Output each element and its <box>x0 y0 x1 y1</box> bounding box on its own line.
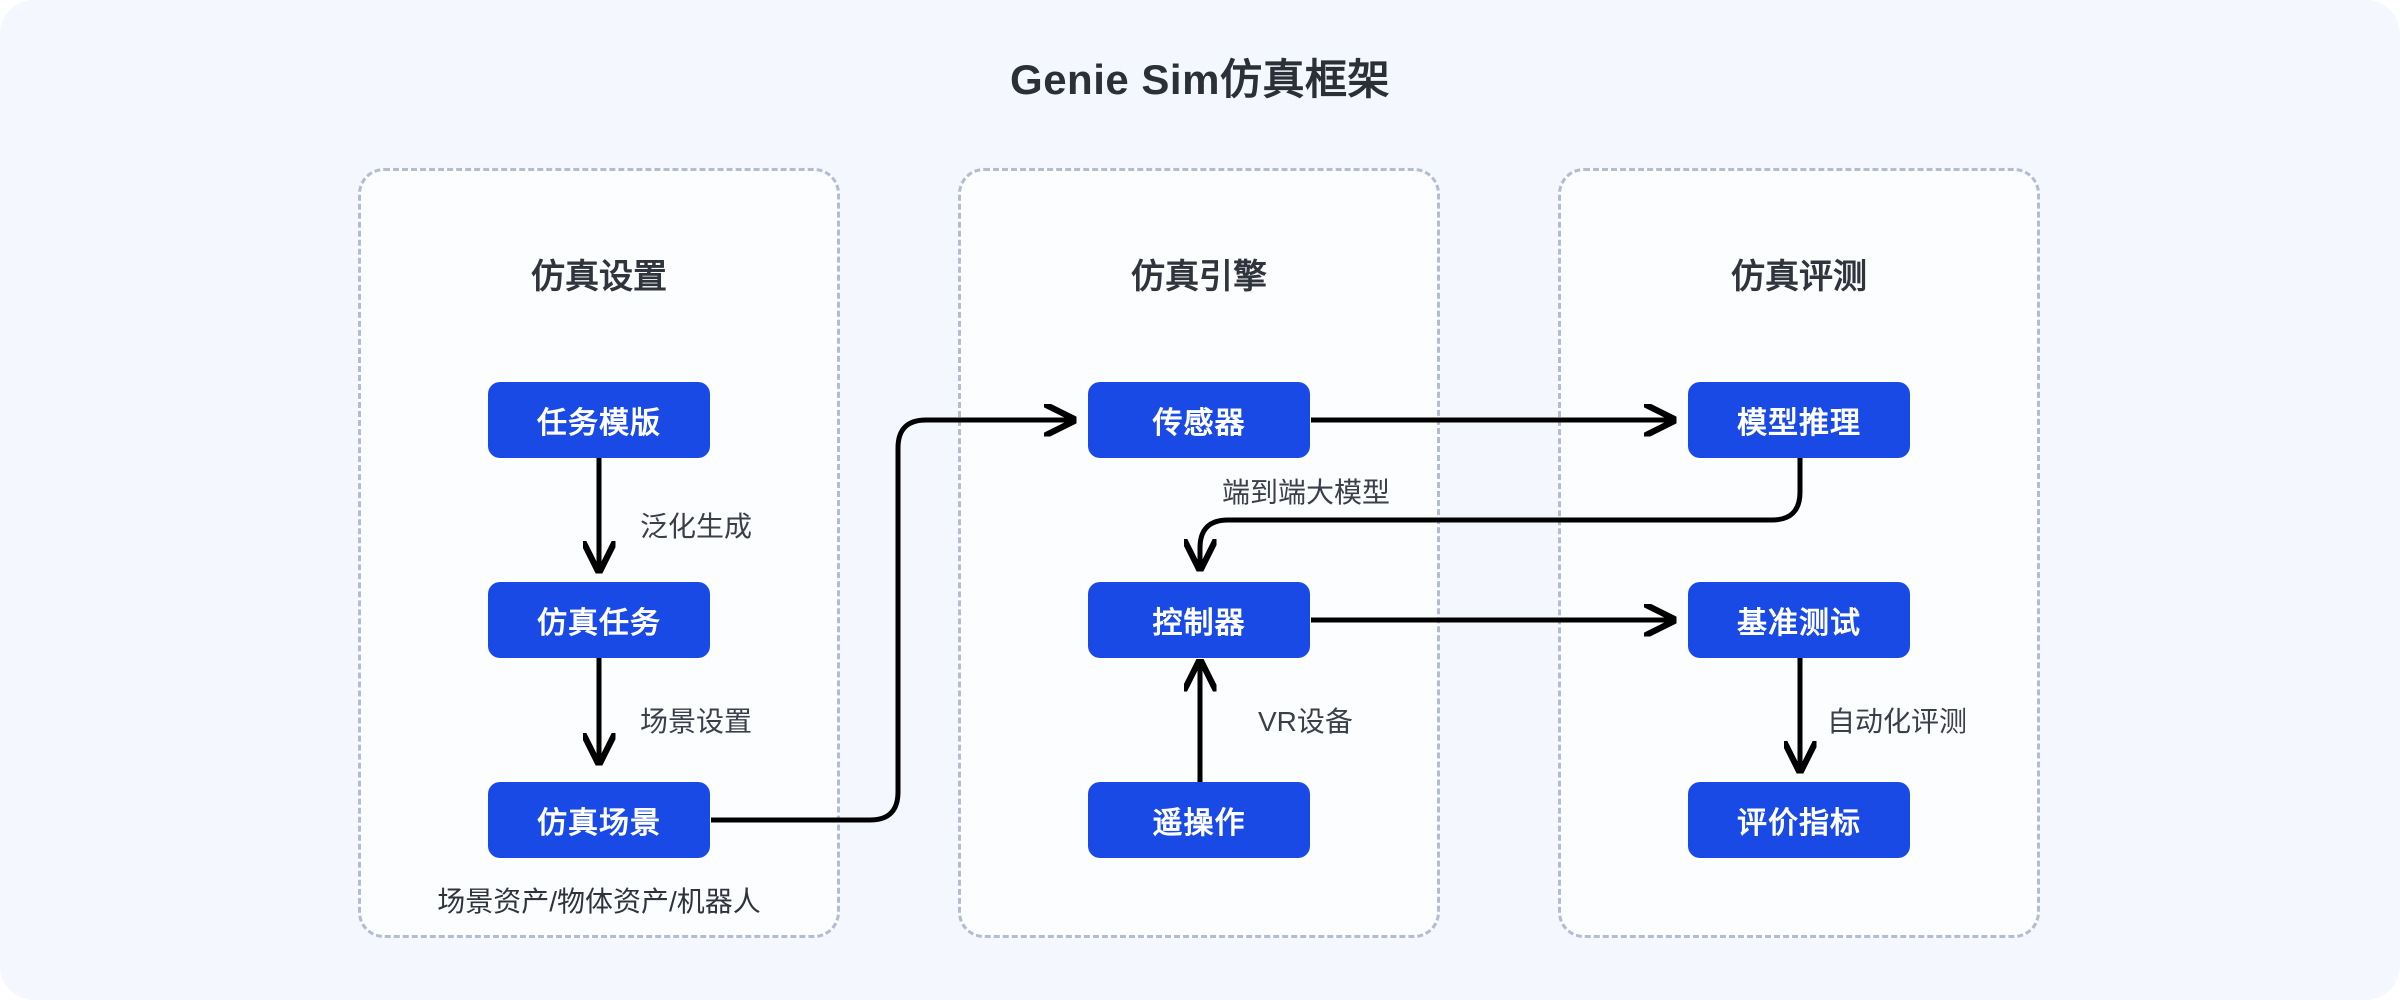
edge-label-scene-setup: 场景设置 <box>640 706 753 737</box>
node-teleoperation[interactable]: 遥操作 <box>1088 782 1310 858</box>
panel-title-setup: 仿真设置 <box>531 258 667 296</box>
node-benchmark[interactable]: 基准测试 <box>1688 582 1910 658</box>
edge-label-generalization: 泛化生成 <box>640 511 753 542</box>
caption-assets: 场景资产/物体资产/机器人 <box>437 886 761 917</box>
node-sensor[interactable]: 传感器 <box>1088 382 1310 458</box>
node-controller[interactable]: 控制器 <box>1088 582 1310 658</box>
edge-label-vr-device: VR设备 <box>1258 706 1353 737</box>
node-model-inference[interactable]: 模型推理 <box>1688 382 1910 458</box>
node-sim-task[interactable]: 仿真任务 <box>488 582 710 658</box>
page-title: Genie Sim仿真框架 <box>1010 56 1390 103</box>
panel-title-evaluation: 仿真评测 <box>1731 258 1867 296</box>
node-metrics[interactable]: 评价指标 <box>1688 782 1910 858</box>
panel-title-engine: 仿真引擎 <box>1131 258 1267 296</box>
edge-label-auto-eval: 自动化评测 <box>1827 706 1968 737</box>
node-sim-scene[interactable]: 仿真场景 <box>488 782 710 858</box>
node-task-template[interactable]: 任务模版 <box>488 382 710 458</box>
edge-label-e2e-model: 端到端大模型 <box>1222 477 1391 508</box>
